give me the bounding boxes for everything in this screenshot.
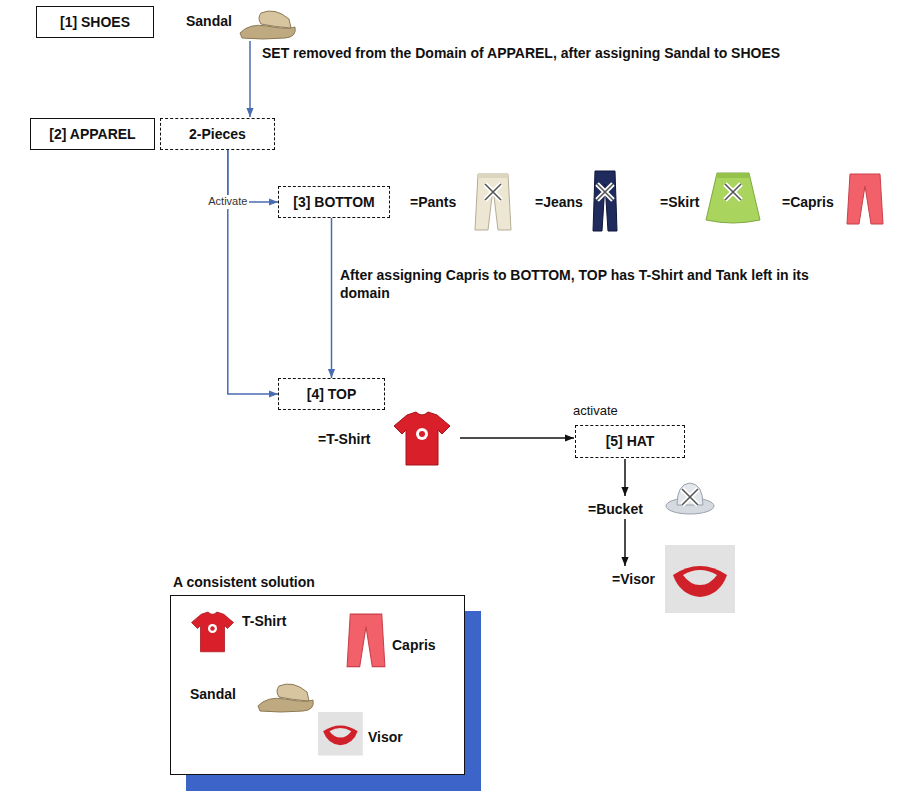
- bucket-picture: [666, 483, 714, 514]
- pants-picture: [485, 184, 501, 200]
- value-label: =Bucket: [588, 500, 643, 518]
- solution-panel: [192, 612, 234, 652]
- flow-arrow: [460, 437, 574, 439]
- pants-picture: [475, 174, 511, 230]
- connector-arrow: [331, 218, 333, 378]
- node-label: [1] SHOES: [60, 14, 130, 31]
- variable-box: [1] SHOES: [36, 6, 154, 38]
- variable-box: [2] APPAREL: [30, 118, 155, 150]
- value-label: =Skirt: [660, 193, 699, 211]
- solution-panel: [258, 684, 313, 712]
- value-label: =Jeans: [535, 193, 583, 211]
- pants-picture: [475, 174, 511, 230]
- connector-label: Activate: [206, 195, 249, 208]
- node-label: 2-Pieces: [189, 126, 246, 143]
- item-label: Capris: [392, 636, 436, 654]
- bucket-picture: [682, 489, 698, 505]
- solution-panel: [318, 712, 363, 756]
- tshirt-picture: [394, 412, 450, 465]
- item-label: Sandal: [186, 12, 232, 30]
- flow-arrow: [624, 459, 626, 496]
- connector-arrow: [228, 150, 278, 394]
- solution-panel: [170, 595, 465, 775]
- skirt-picture: [725, 184, 741, 200]
- note-text: After assigning Capris to BOTTOM, TOP ha…: [340, 266, 840, 302]
- value-box: 2-Pieces: [160, 118, 275, 150]
- jeans-picture: [597, 184, 613, 200]
- visor-picture: [665, 545, 735, 613]
- item-label: Visor: [368, 728, 403, 746]
- value-label: =Capris: [782, 193, 834, 211]
- sandal-picture: [240, 11, 295, 39]
- value-label: =Pants: [410, 193, 456, 211]
- node-label: [4] TOP: [307, 386, 357, 403]
- value-label: =T-Shirt: [318, 430, 371, 448]
- bucket-picture: [666, 483, 714, 514]
- flow-arrow: [249, 41, 251, 117]
- note-text: SET removed from the Domain of APPAREL, …: [262, 44, 902, 62]
- sandal-picture: [240, 11, 295, 39]
- jeans-picture: [593, 171, 617, 231]
- node-label: [5] HAT: [606, 433, 655, 450]
- node-label: [2] APPAREL: [49, 126, 135, 143]
- capris-picture: [847, 174, 883, 224]
- jeans-picture: [593, 171, 617, 231]
- solution-box: A consistent solution: [170, 595, 465, 775]
- variable-box: [5] HAT: [575, 425, 685, 458]
- arrow-label: activate: [573, 403, 618, 420]
- item-label: Sandal: [190, 685, 236, 703]
- connector-arrow: [228, 150, 278, 202]
- skirt-picture: [706, 173, 760, 223]
- value-label: =Visor: [612, 570, 655, 588]
- node-label: [3] BOTTOM: [293, 194, 374, 211]
- item-label: T-Shirt: [242, 612, 286, 630]
- flow-arrow: [624, 519, 626, 566]
- solution-panel: [347, 614, 385, 667]
- box-heading: A consistent solution: [173, 574, 315, 591]
- capris-picture: [847, 174, 883, 224]
- variable-box: [4] TOP: [278, 378, 385, 410]
- flow-arrow: [250, 41, 625, 566]
- solution-panel: [170, 595, 481, 791]
- tshirt-picture: [394, 412, 450, 465]
- variable-box: [3] BOTTOM: [278, 186, 390, 218]
- visor-picture: [665, 545, 735, 613]
- skirt-picture: [706, 173, 760, 223]
